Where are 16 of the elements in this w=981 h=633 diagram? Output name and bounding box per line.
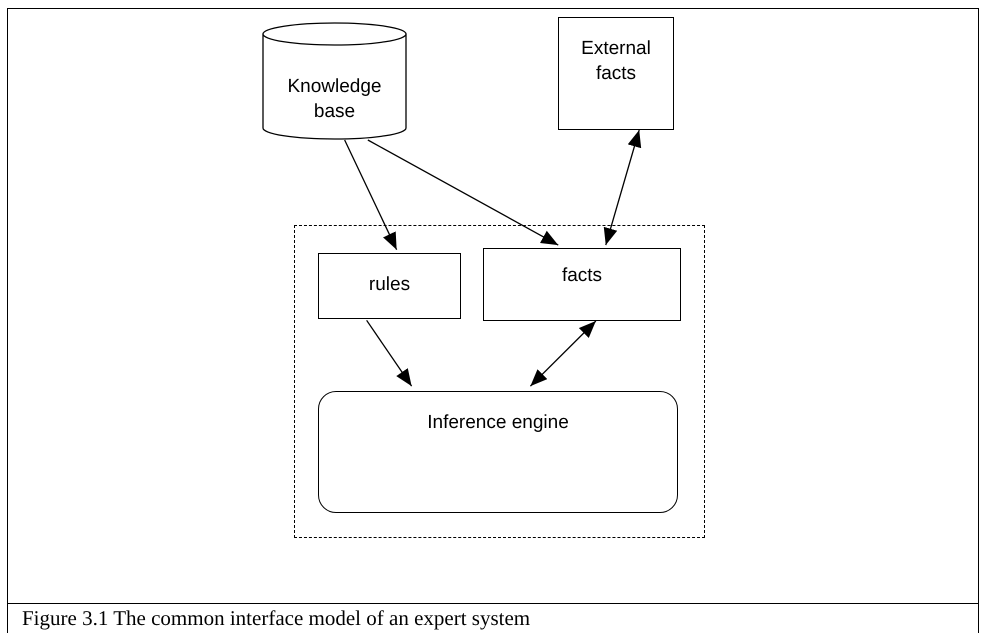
node-label: facts [562, 264, 602, 288]
process-box [483, 248, 681, 321]
arrow [344, 140, 398, 250]
arrow [366, 320, 412, 386]
rounded-box [318, 391, 678, 513]
arrow [604, 130, 642, 246]
process-box [558, 17, 674, 130]
arrow [368, 139, 559, 246]
arrow [530, 320, 596, 387]
node-label: Inference engine [427, 411, 569, 435]
dashed-group [294, 225, 705, 538]
node-label: External facts [580, 37, 652, 86]
node-label: Knowledge base [286, 75, 383, 124]
figure-caption: Figure 3.1 The common interface model of an expert system [22, 606, 530, 630]
node-label: rules [368, 273, 410, 297]
process-box [318, 253, 461, 319]
